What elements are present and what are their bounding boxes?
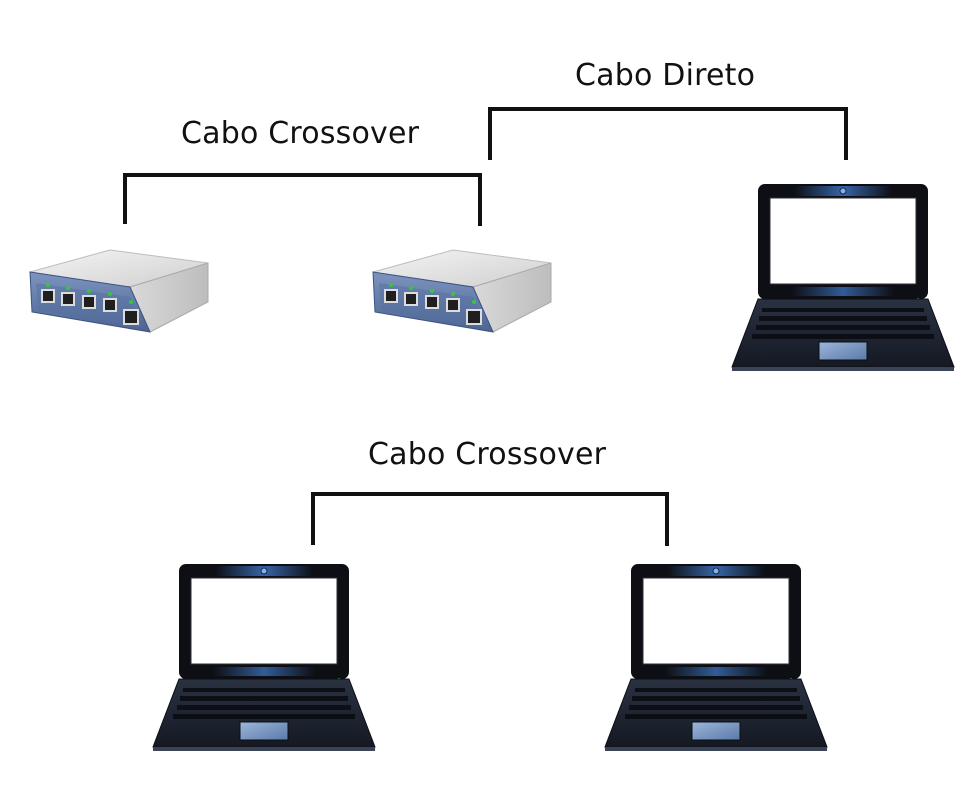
cable-label-direto: Cabo Direto <box>575 58 756 93</box>
laptop-icon <box>731 184 955 371</box>
cable-crossover-bottom <box>311 492 669 546</box>
cable-crossover-top <box>123 173 482 226</box>
cable-label-crossover: Cabo Crossover <box>368 437 607 472</box>
cable-direto <box>488 107 848 160</box>
network-switch-icon <box>29 249 209 333</box>
cable-label-crossover: Cabo Crossover <box>181 116 420 151</box>
port-group <box>384 283 482 325</box>
laptop-icon <box>604 564 828 751</box>
laptop-icon <box>152 564 376 751</box>
port-group <box>41 283 139 325</box>
network-switch-icon <box>372 249 552 333</box>
